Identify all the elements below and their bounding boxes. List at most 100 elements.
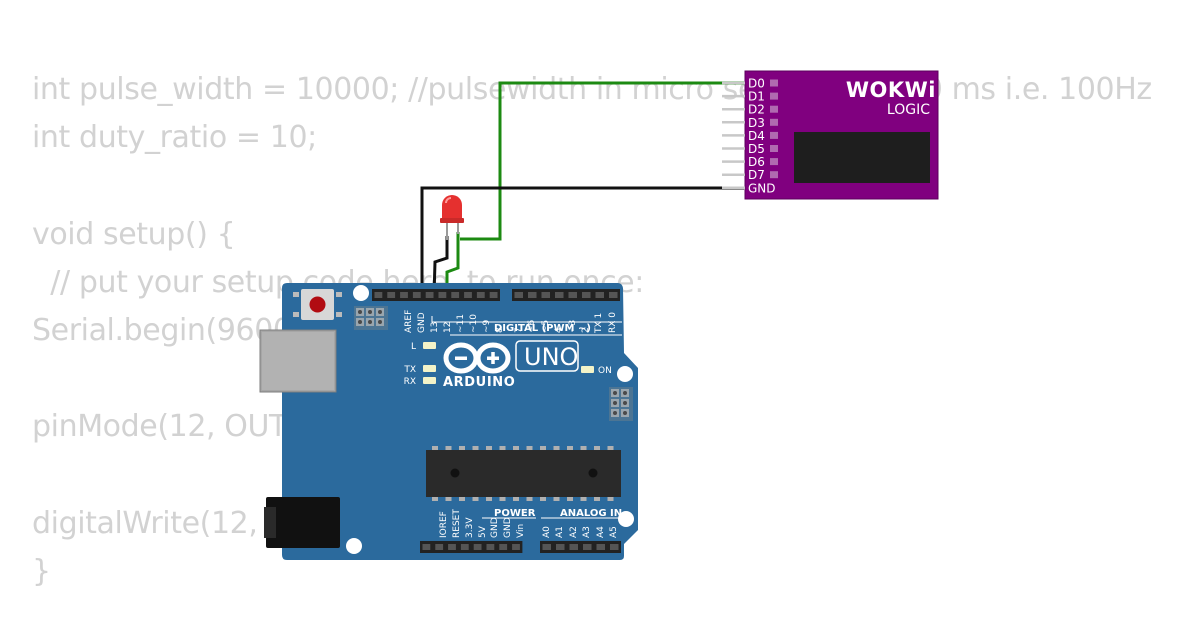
header-pin-socket[interactable] bbox=[422, 544, 431, 550]
logic-pin-pad bbox=[770, 145, 778, 152]
header-pin-socket[interactable] bbox=[374, 292, 383, 298]
logic-pin-label: D5 bbox=[748, 142, 765, 156]
led-tx-indicator: TX bbox=[403, 365, 436, 375]
analog-pin-label: A0 bbox=[542, 526, 552, 538]
led-tx-label: TX bbox=[403, 365, 416, 375]
wire-gnd[interactable] bbox=[420, 186, 744, 296]
digital-pin-label: 4 bbox=[554, 327, 564, 333]
header-pin-socket[interactable] bbox=[541, 292, 551, 298]
mounting-hole bbox=[618, 511, 634, 527]
power-pin-label: GND bbox=[490, 517, 500, 538]
digital-pin-label: 8 bbox=[495, 327, 505, 333]
logic-pin-label: D3 bbox=[748, 116, 765, 130]
wire-led-cathode[interactable] bbox=[432, 236, 449, 297]
header-pin-socket[interactable] bbox=[473, 544, 482, 550]
analog-pin-label: A2 bbox=[569, 526, 579, 538]
icsp-header bbox=[354, 306, 388, 330]
header-pin-socket[interactable] bbox=[412, 292, 421, 298]
digital-pin-label: ~10 bbox=[469, 314, 479, 333]
digital-pin-label: ~3 bbox=[568, 320, 578, 333]
header-pin-socket[interactable] bbox=[528, 292, 537, 298]
logic-pin-pad bbox=[770, 79, 778, 87]
mounting-hole bbox=[353, 285, 369, 301]
logic-pin-pad bbox=[770, 92, 778, 100]
header-pin-socket[interactable] bbox=[556, 544, 565, 550]
digital-pin-label: ~5 bbox=[541, 320, 551, 333]
header-pin-socket[interactable] bbox=[514, 292, 524, 298]
logic-pin-label: D6 bbox=[748, 155, 765, 169]
wire-d0-signal[interactable] bbox=[460, 81, 744, 241]
icsp-header bbox=[609, 387, 633, 421]
arduino-infinity-logo-icon bbox=[443, 342, 511, 374]
header-pin-socket[interactable] bbox=[387, 292, 396, 298]
digital-pin-label: 2 bbox=[581, 327, 591, 333]
code-line: int duty_ratio = 10; bbox=[32, 120, 317, 156]
header-pin-socket[interactable] bbox=[425, 292, 434, 298]
header-pin-socket[interactable] bbox=[499, 544, 508, 550]
header-pin-socket[interactable] bbox=[569, 544, 579, 550]
mounting-hole bbox=[346, 538, 362, 554]
header-pin-socket[interactable] bbox=[512, 544, 520, 550]
power-pin-label: GND bbox=[503, 517, 513, 538]
digital-pin-label: 7 bbox=[514, 327, 524, 333]
header-pin-socket[interactable] bbox=[448, 544, 456, 550]
digital-pin-label: ~9 bbox=[482, 319, 492, 333]
header-pin-socket[interactable] bbox=[451, 292, 460, 298]
logic-analyzer-brand: WOKWi bbox=[846, 78, 936, 102]
logic-pin-pad bbox=[770, 105, 778, 113]
header-pin-socket[interactable] bbox=[464, 292, 472, 298]
mounting-hole bbox=[617, 366, 633, 382]
code-line: void setup() { bbox=[32, 216, 236, 252]
red-led[interactable] bbox=[440, 195, 464, 240]
power-pin-label: Vin bbox=[516, 524, 526, 538]
atmega-chip bbox=[426, 446, 621, 501]
header-pin-socket[interactable] bbox=[568, 292, 578, 298]
header-pin-socket[interactable] bbox=[583, 544, 592, 550]
digital-pin-label: ~6 bbox=[527, 319, 537, 333]
power-header-label: POWER bbox=[494, 508, 536, 519]
header-pin-socket[interactable] bbox=[400, 292, 408, 298]
header-pin-socket[interactable] bbox=[460, 544, 469, 550]
header-pin-socket[interactable] bbox=[435, 544, 444, 550]
analog-pin-label: A3 bbox=[582, 526, 592, 538]
logic-pin-pad bbox=[770, 131, 778, 139]
header-pin-socket[interactable] bbox=[476, 292, 485, 298]
power-pin-label: IOREF bbox=[439, 511, 449, 538]
analog-pin-label: A4 bbox=[596, 526, 606, 538]
led-rx-label: RX bbox=[404, 377, 416, 387]
header-pin-socket[interactable] bbox=[486, 544, 495, 550]
power-analog-pin-header[interactable] bbox=[420, 541, 621, 553]
digital-pin-label: 12 bbox=[443, 322, 453, 333]
header-pin-socket[interactable] bbox=[595, 292, 605, 298]
reset-button[interactable] bbox=[293, 289, 342, 320]
logic-pin-label: D4 bbox=[748, 129, 765, 143]
power-jack bbox=[264, 497, 340, 548]
header-pin-socket[interactable] bbox=[489, 292, 498, 298]
header-pin-socket[interactable] bbox=[582, 292, 591, 298]
header-pin-socket[interactable] bbox=[555, 292, 564, 298]
led-l-indicator: L bbox=[411, 342, 436, 352]
logic-pin-label: D2 bbox=[748, 103, 765, 117]
logic-pin-label: D1 bbox=[748, 90, 765, 104]
power-pin-label: RESET bbox=[452, 509, 462, 538]
header-pin-socket[interactable] bbox=[596, 544, 606, 550]
header-pin-socket[interactable] bbox=[609, 292, 618, 298]
digital-pin-label: AREF bbox=[404, 310, 414, 333]
logic-pin-label: D0 bbox=[748, 77, 765, 91]
digital-pin-header[interactable] bbox=[372, 289, 620, 301]
header-pin-socket[interactable] bbox=[438, 292, 447, 298]
logic-pin-label: GND bbox=[748, 181, 776, 195]
logic-analyzer-label: LOGIC bbox=[887, 102, 930, 118]
logic-pin-pad bbox=[770, 158, 778, 166]
header-pin-socket[interactable] bbox=[542, 544, 552, 550]
led-l-label: L bbox=[411, 342, 416, 352]
logic-pin-label: D7 bbox=[748, 168, 765, 182]
arduino-model-label: UNO bbox=[524, 343, 578, 371]
header-pin-socket[interactable] bbox=[610, 544, 619, 550]
digital-pin-label: GND bbox=[417, 312, 427, 333]
